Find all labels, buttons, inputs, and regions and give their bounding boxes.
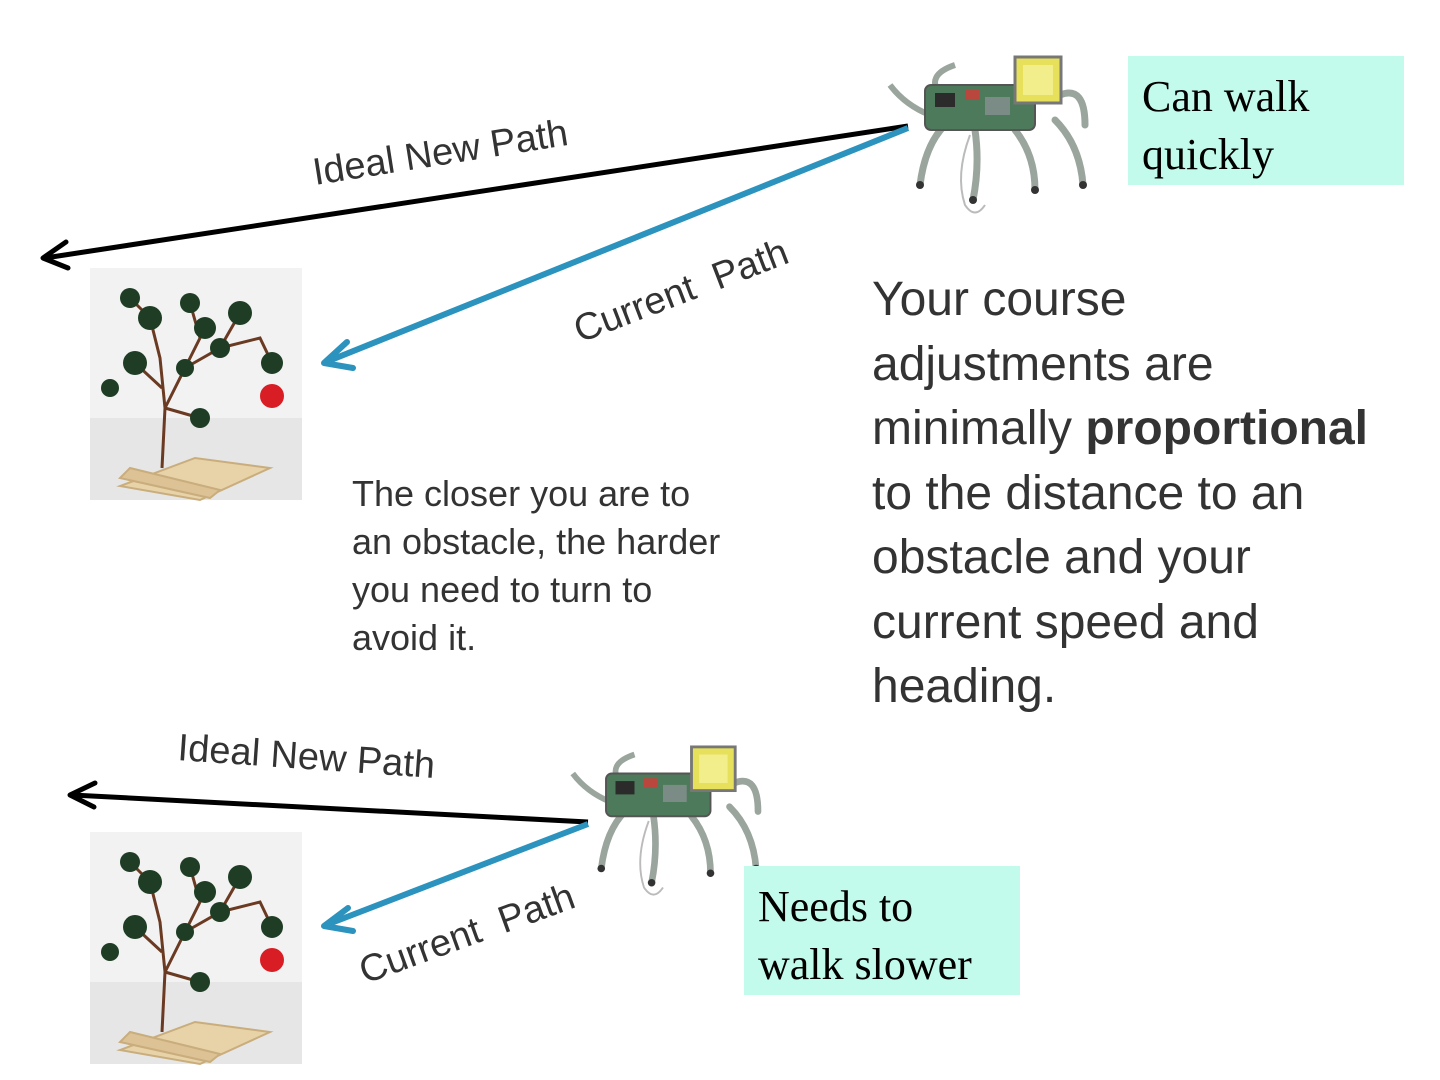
note-needs-to-walk-slower: Needs to walk slower	[744, 866, 1020, 995]
current-path-arrow-bottom	[321, 821, 590, 934]
current-path-label-bottom: Current Path	[354, 876, 581, 993]
note-can-walk-quickly: Can walk quickly	[1128, 56, 1404, 185]
closer-obstacle-caption: The closer you are to an obstacle, the h…	[352, 473, 721, 658]
robot-fast	[890, 57, 1087, 213]
tree-obstacle-top	[88, 266, 304, 502]
robot-slow	[573, 747, 760, 895]
caption-text-after: to the distance to an obstacle and your …	[872, 466, 1305, 714]
tree-obstacle-bottom	[88, 830, 304, 1066]
ideal-path-label-bottom: Ideal New Path	[176, 727, 436, 787]
caption-text-before: Your course adjustments are minimally	[872, 273, 1214, 455]
course-adjustment-caption: Your course adjustments are minimally pr…	[872, 268, 1392, 720]
current-path-arrow-top	[321, 125, 910, 371]
ideal-path-arrow-bottom	[67, 780, 589, 825]
ideal-path-arrow-top	[40, 123, 909, 271]
caption-keyword-proportional: proportional	[1085, 402, 1368, 455]
